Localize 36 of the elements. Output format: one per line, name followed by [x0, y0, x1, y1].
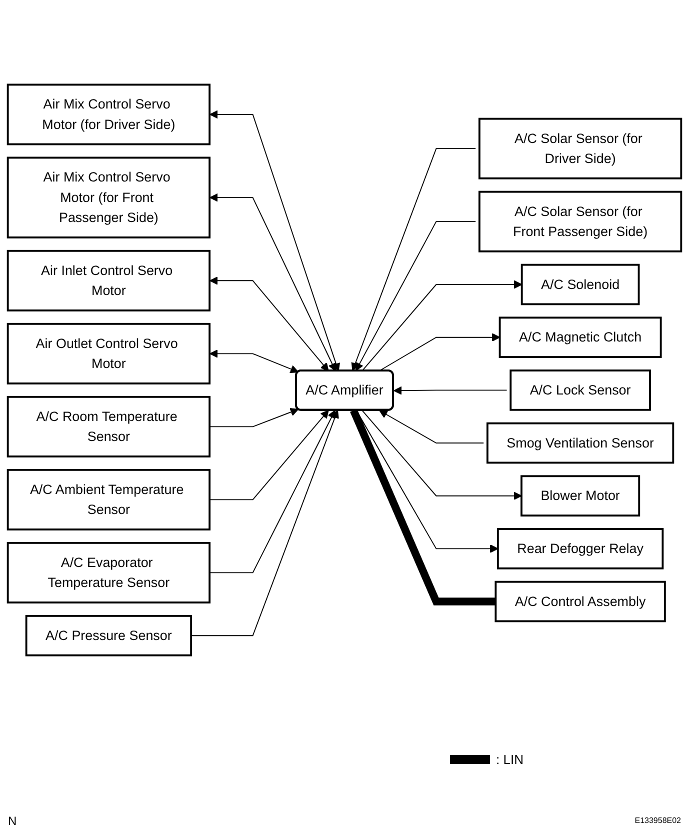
arrow	[190, 410, 339, 636]
arrow	[209, 410, 329, 500]
node-box: Air Outlet Control Servo Motor	[6, 322, 211, 384]
legend-label: : LIN	[496, 752, 524, 767]
arrow	[351, 148, 476, 371]
node-box: A/C Solar Sensor (for Front Passenger Side)	[478, 190, 682, 252]
node-box: A/C Pressure Sensor	[25, 614, 192, 656]
arrow	[210, 193, 336, 372]
arrow	[210, 276, 329, 372]
node-box: Air Mix Control Servo Motor (for Front Passenger Side)	[6, 156, 211, 238]
node-box: Rear Defogger Relay	[496, 528, 664, 570]
arrow	[209, 408, 299, 428]
corner-letter: N	[8, 814, 17, 828]
arrow	[379, 410, 484, 444]
arrow	[393, 386, 508, 395]
node-box: A/C Magnetic Clutch	[498, 316, 662, 358]
node-box: A/C Solar Sensor (for Driver Side)	[478, 118, 682, 180]
node-box: A/C Lock Sensor	[510, 370, 651, 411]
arrow	[210, 349, 299, 374]
arrow	[210, 110, 340, 372]
node-box: A/C Room Temperature Sensor	[6, 396, 211, 458]
node-box: Air Mix Control Servo Motor (for Driver Side)	[6, 84, 211, 146]
node-box: A/C Ambient Temperature Sensor	[6, 468, 211, 530]
arrow	[362, 280, 522, 372]
node-box: A/C Evaporator Temperature Sensor	[6, 542, 211, 604]
arrow	[362, 410, 522, 500]
connector	[350, 408, 496, 606]
node-box: A/C Control Assembly	[494, 580, 666, 622]
node-box: Air Inlet Control Servo Motor	[6, 250, 211, 312]
arrow	[356, 221, 476, 371]
arrow	[378, 333, 500, 372]
figure-code: E133958E02	[634, 816, 681, 825]
node-box: A/C Solenoid	[520, 264, 640, 306]
node-box: Smog Ventilation Sensor	[486, 422, 674, 464]
node-box: Blower Motor	[520, 475, 640, 516]
arrow	[209, 410, 336, 574]
